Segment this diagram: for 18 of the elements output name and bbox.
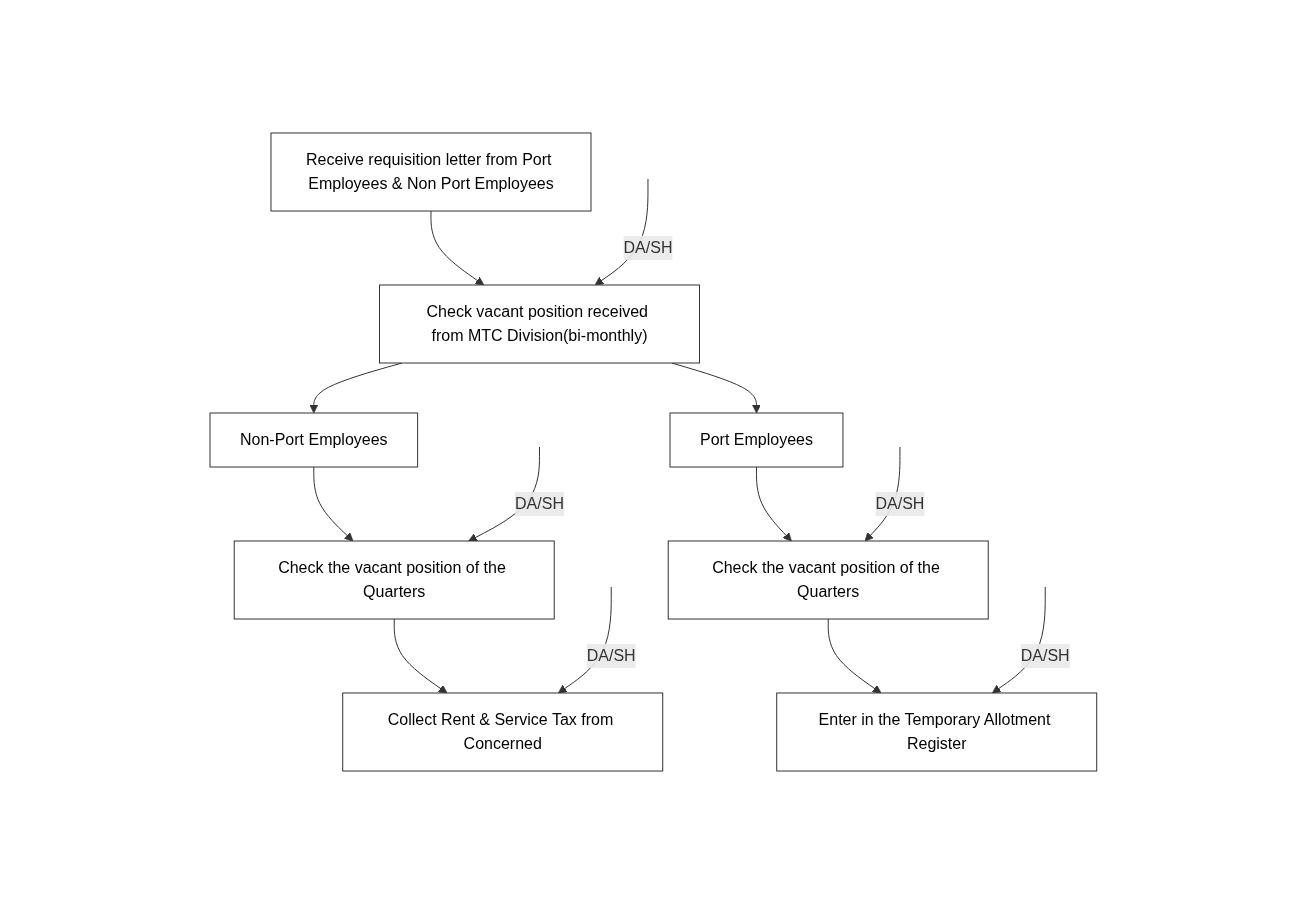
node-box: Port Employees — [669, 412, 844, 467]
arrow — [827, 618, 882, 693]
edge-label: DA/SH — [875, 494, 925, 512]
node-box: Check the vacant position of the Quarters — [233, 540, 555, 619]
node-box: Collect Rent & Service Tax from Concerned — [342, 692, 664, 771]
edge-label: DA/SH — [623, 238, 673, 256]
node-box: Receive requisition letter from Port Employees & Non Port Employees — [270, 132, 592, 211]
edge-label: DA/SH — [1020, 646, 1070, 664]
edge-label: DA/SH — [515, 494, 565, 512]
arrow — [313, 466, 354, 541]
node-box: Non-Port Employees — [209, 412, 419, 467]
arrow — [430, 210, 485, 285]
node-box: Enter in the Temporary Allotment Register — [776, 692, 1098, 771]
arrow — [393, 618, 448, 693]
edge-label: DA/SH — [586, 646, 636, 664]
node-box: Check the vacant position of the Quarters — [667, 540, 989, 619]
node-box: Check vacant position received from MTC Division(bi-monthly) — [379, 284, 701, 363]
arrow — [756, 466, 792, 541]
